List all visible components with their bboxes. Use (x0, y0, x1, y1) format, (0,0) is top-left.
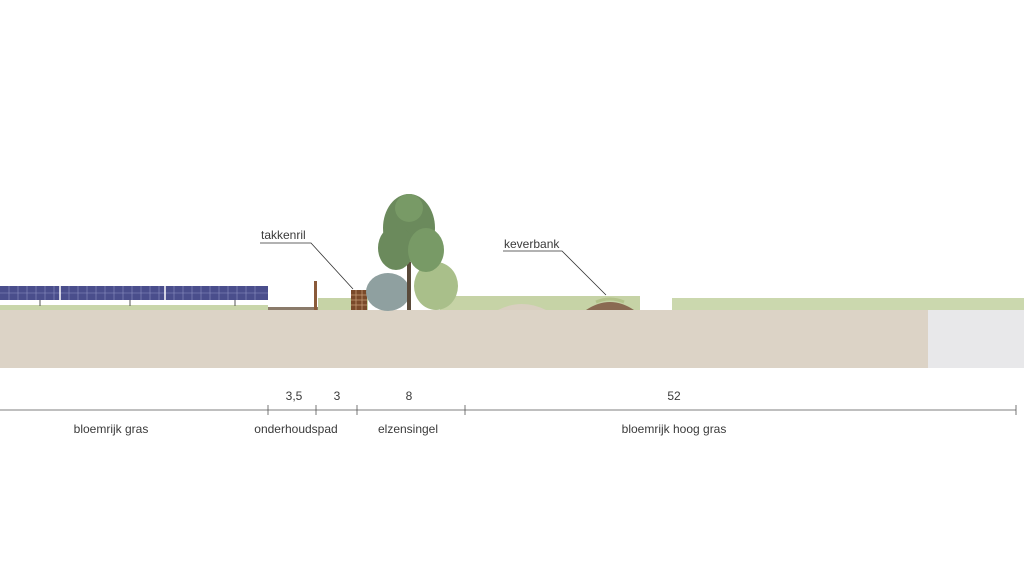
callout-takkenril: takkenril (261, 228, 306, 242)
dimension-value: 8 (405, 389, 413, 403)
callout-keverbank: keverbank (504, 237, 560, 251)
branch-hedge-icon (351, 290, 367, 310)
solar-panel-icon (0, 286, 268, 306)
ground-section (0, 310, 928, 368)
dimension-value: 3 (333, 389, 341, 403)
callout-leaders (260, 242, 607, 296)
beetle-bank-icon (586, 297, 634, 310)
fence-post (314, 281, 317, 310)
zone-label: bloemrijk hoog gras (621, 422, 727, 436)
dimension-value: 52 (667, 389, 681, 403)
dimension-value: 3,5 (285, 389, 303, 403)
grass-left (0, 305, 268, 310)
zone-label: onderhoudspad (254, 422, 338, 436)
maintenance-path (268, 307, 318, 310)
zone-label: bloemrijk gras (73, 422, 149, 436)
zone-label: elzensingel (377, 422, 439, 436)
grass-right (672, 298, 1024, 310)
paved-edge (928, 310, 1024, 368)
shrub-icon (366, 262, 458, 311)
tree-icon (378, 194, 444, 310)
earth-mound (498, 304, 546, 310)
dimension-line (0, 405, 1017, 415)
